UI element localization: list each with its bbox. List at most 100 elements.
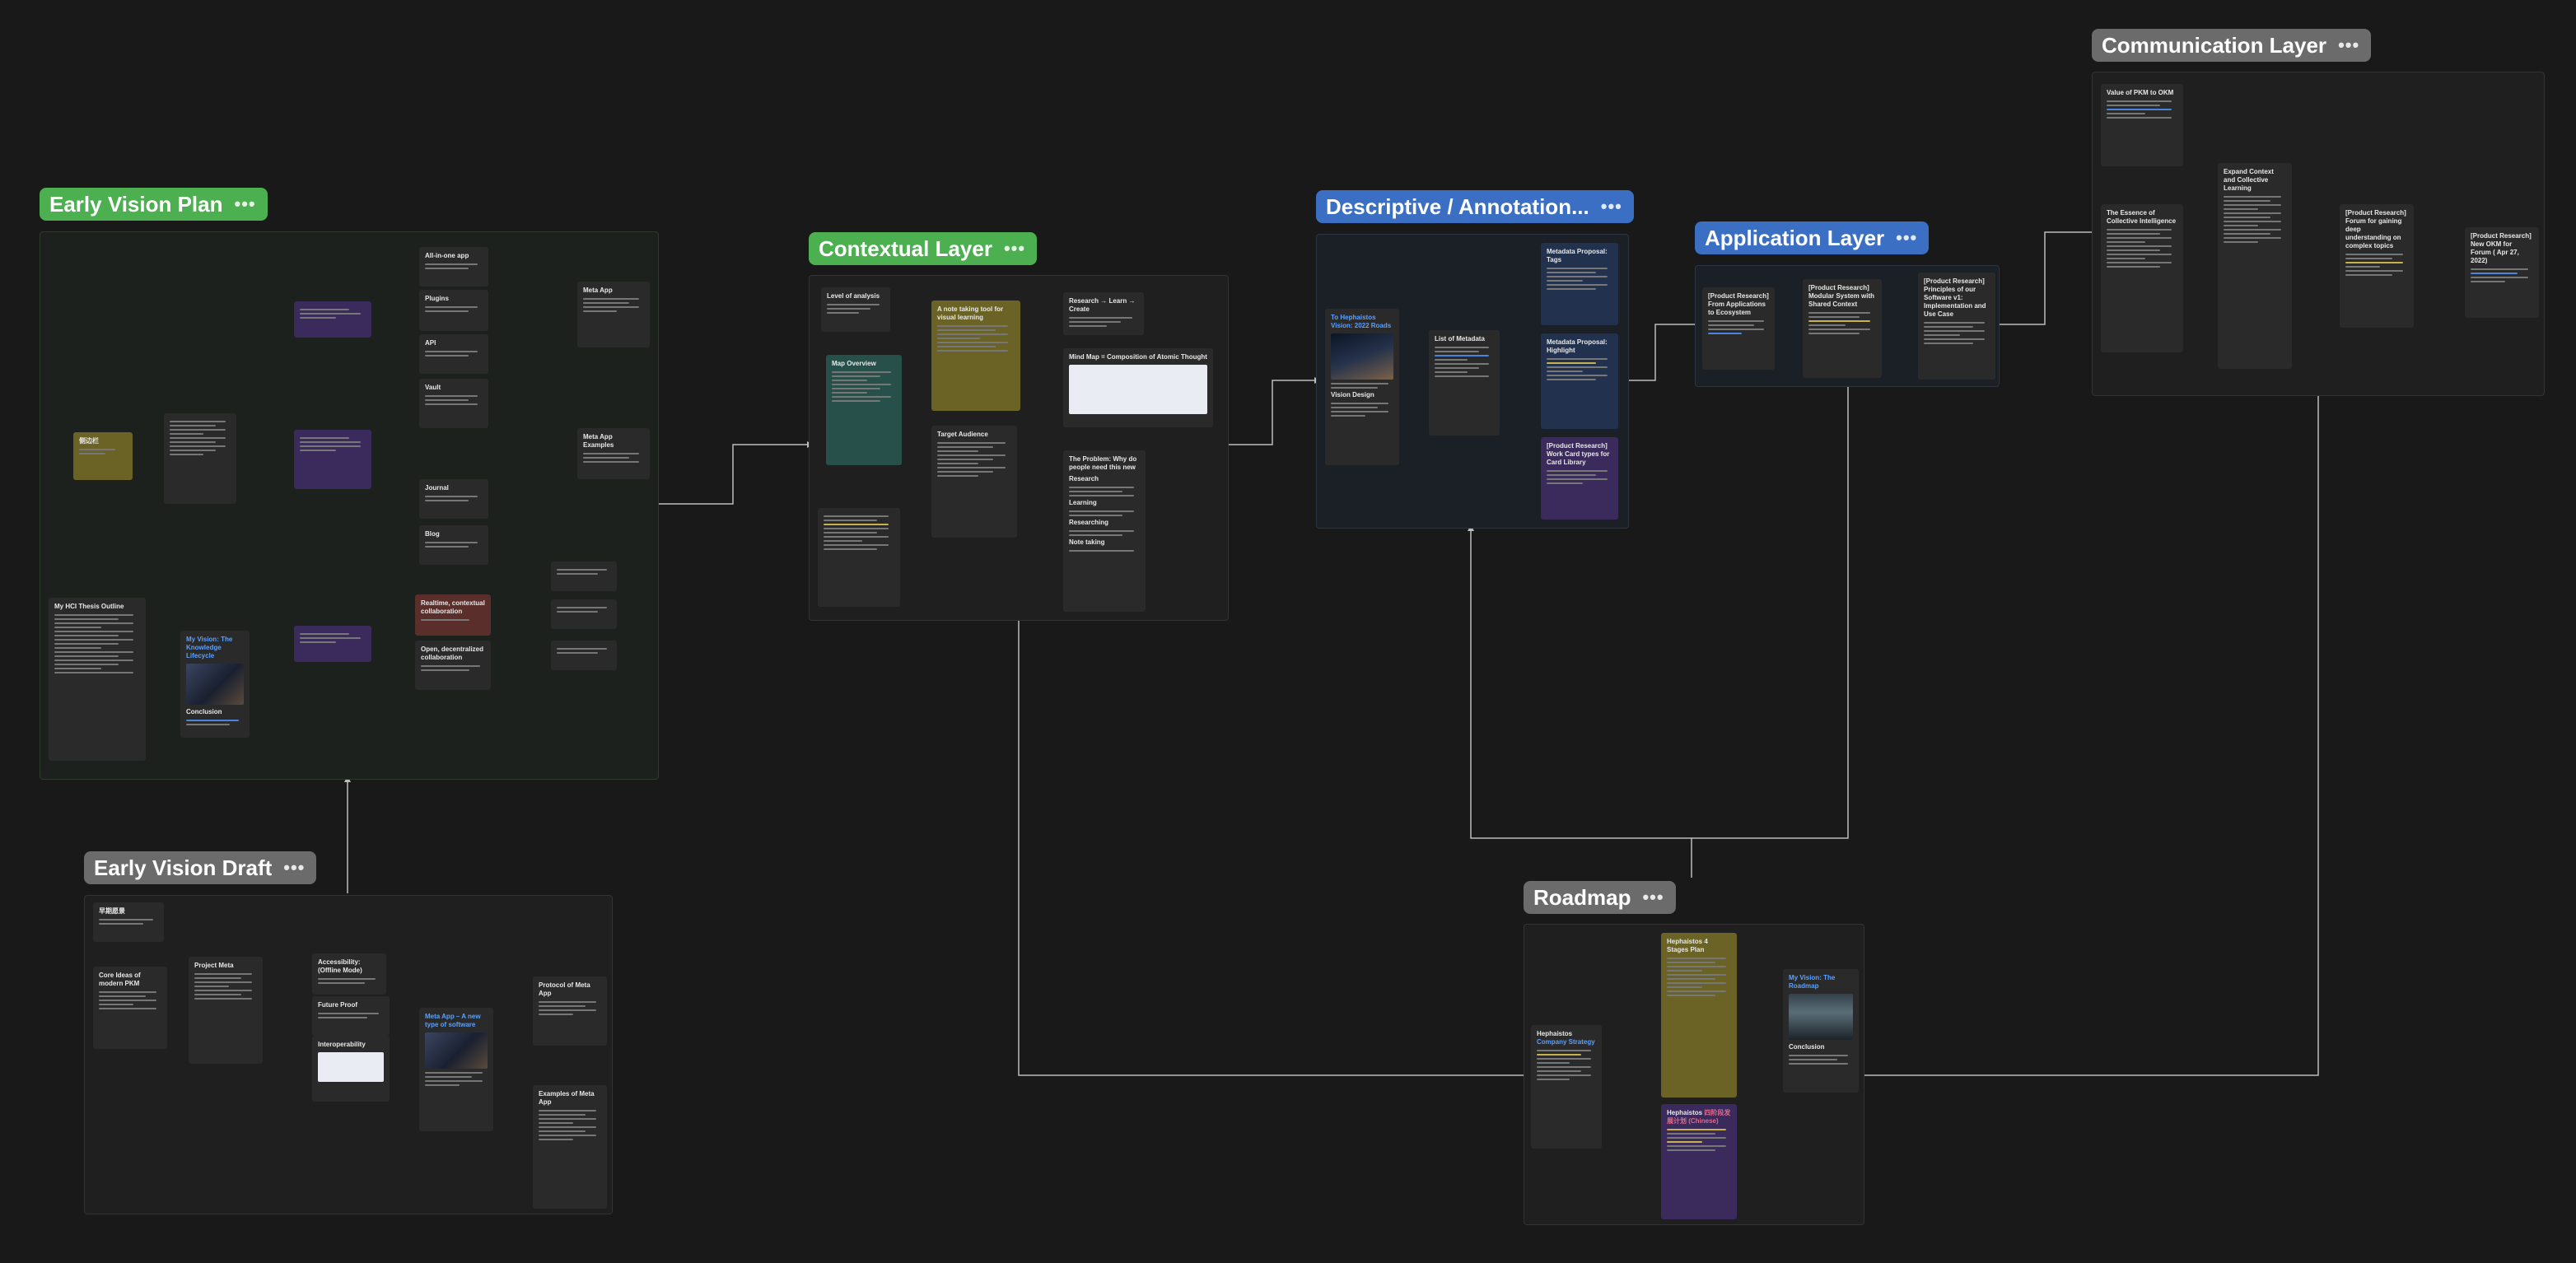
arrow-roadmap-to-application [1692, 385, 1849, 839]
card-branch-3[interactable] [294, 626, 371, 662]
more-options-icon[interactable]: ••• [1642, 887, 1664, 907]
card-title: Accessibility: (Offline Mode) [318, 958, 362, 974]
card-summary-cn[interactable] [818, 508, 900, 607]
arrow-roadmap-to-contextual [1018, 619, 1524, 1076]
group-early-vision-draft[interactable]: 早期愿景 Core Ideas of modern PKM Project Me… [84, 895, 613, 1214]
card-sidebar[interactable]: 侧边栏 [73, 432, 133, 480]
lifecycle-thumbnail [186, 664, 244, 705]
card-title: Target Audience [937, 431, 988, 438]
card-meta-app[interactable]: Meta App [577, 282, 650, 347]
group-label-early-vision-draft[interactable]: Early Vision Draft ••• [84, 851, 317, 884]
group-label-application-layer[interactable]: Application Layer ••• [1695, 221, 1930, 254]
card-knowledge-lifecycle[interactable]: My Vision: The Knowledge Lifecycle Concl… [180, 631, 250, 738]
card-proposal-highlight[interactable]: Metadata Proposal: Highlight [1541, 333, 1618, 429]
card-future-proof[interactable]: Future Proof [312, 996, 390, 1036]
interop-thumbnail [318, 1052, 384, 1082]
card-map-overview[interactable]: Map Overview [826, 355, 902, 465]
card-title: Hephaistos Company Strategy [1537, 1030, 1596, 1046]
card-blog[interactable]: Blog [419, 525, 488, 565]
card-project-meta[interactable]: Project Meta [189, 957, 263, 1064]
group-contextual-layer[interactable]: Level of analysis Map Overview A note ta… [809, 275, 1229, 621]
card-proposal-tags[interactable]: Metadata Proposal: Tags [1541, 243, 1618, 325]
card-title: Blog [425, 530, 440, 538]
card-plugins[interactable]: Plugins [419, 290, 488, 331]
card-branch-2[interactable] [294, 430, 371, 489]
group-label-descriptive-layer[interactable]: Descriptive / Annotation... ••• [1316, 190, 1634, 223]
card-new-okm-forum[interactable]: [Product Research] New OKM for Forum ( A… [2465, 227, 2539, 318]
card-roadmap-vision[interactable]: My Vision: The Roadmap Conclusion [1783, 969, 1859, 1093]
card-card-library[interactable]: [Product Research] Work Card types for C… [1541, 437, 1618, 520]
card-subtitle: Conclusion [186, 708, 222, 715]
card-value-of-pkm[interactable]: Value of PKM to OKM [2101, 84, 2183, 166]
card-branch-1[interactable] [294, 301, 371, 338]
night-sky-thumbnail [1331, 333, 1393, 380]
group-label-roadmap[interactable]: Roadmap ••• [1524, 881, 1676, 914]
card-title: Map Overview [832, 360, 876, 367]
card-title: Research → Learn → Create [1069, 297, 1136, 313]
more-options-icon[interactable]: ••• [2338, 35, 2360, 55]
group-label-communication-layer[interactable]: Communication Layer ••• [2092, 29, 2372, 62]
card-accessibility[interactable]: Accessibility: (Offline Mode) [312, 953, 386, 995]
card-subtitle: Conclusion [1789, 1043, 1825, 1051]
card-title: Value of PKM to OKM [2107, 89, 2174, 96]
card-from-applications[interactable]: [Product Research] From Applications to … [1702, 287, 1775, 370]
card-meta-app-new-type[interactable]: Meta App – A new type of software [419, 1008, 493, 1131]
card-forum-deep[interactable]: [Product Research] Forum for gaining dee… [2340, 204, 2414, 328]
strategy-accent: Company Strategy [1537, 1038, 1595, 1046]
card-root-note[interactable] [164, 413, 236, 504]
card-principles-v1[interactable]: [Product Research] Principles of our Sof… [1918, 273, 1995, 380]
card-modular-system[interactable]: [Product Research] Modular System with S… [1803, 279, 1882, 378]
card-interoperability[interactable]: Interoperability [312, 1036, 390, 1102]
card-four-stages-cn[interactable]: Hephaistos 四阶段发展计划 (Chinese) [1661, 1104, 1737, 1219]
group-label-early-vision-plan[interactable]: Early Vision Plan ••• [40, 188, 268, 221]
more-options-icon[interactable]: ••• [283, 857, 306, 878]
card-title: Mind Map = Composition of Atomic Thought [1069, 353, 1207, 361]
card-vision-2022[interactable]: To Hephaistos Vision: 2022 Roads Vision … [1325, 309, 1399, 465]
card-vault[interactable]: Vault [419, 379, 488, 428]
card-title: A note taking tool for visual learning [937, 305, 1004, 321]
more-options-icon[interactable]: ••• [1003, 238, 1026, 259]
card-the-problem[interactable]: The Problem: Why do people need this new… [1063, 450, 1146, 612]
card-mind-map-atomic[interactable]: Mind Map = Composition of Atomic Thought [1063, 348, 1213, 427]
card-examples-meta-app[interactable]: Examples of Meta App [533, 1085, 607, 1209]
card-title: [Product Research] Principles of our Sof… [1924, 277, 1986, 318]
group-label-contextual-layer[interactable]: Contextual Layer ••• [809, 232, 1038, 265]
card-expand-context[interactable]: Expand Context and Collective Learning [2218, 163, 2292, 369]
card-title: List of Metadata [1435, 335, 1485, 343]
card-list-of-metadata[interactable]: List of Metadata [1429, 330, 1500, 436]
group-early-vision-plan[interactable]: 侧边栏 All-in-one app Plugins API Vault Jou… [40, 231, 659, 780]
group-roadmap[interactable]: Hephaistos Company Strategy Hephaistos 4… [1524, 924, 1864, 1225]
card-research-learn-create[interactable]: Research → Learn → Create [1063, 292, 1144, 335]
card-leaf-1[interactable] [551, 562, 617, 591]
more-options-icon[interactable]: ••• [1600, 196, 1622, 217]
card-target-audience[interactable]: Target Audience [931, 426, 1017, 538]
card-note-taking-visual[interactable]: A note taking tool for visual learning [931, 301, 1020, 411]
waterfall-thumbnail [1789, 994, 1853, 1040]
card-realtime-collab[interactable]: Realtime, contextual collaboration [415, 594, 491, 636]
card-essence-collective[interactable]: The Essence of Collective Intelligence [2101, 204, 2183, 352]
card-leaf-2[interactable] [551, 599, 617, 629]
arrow-roadmap-to-communication [1863, 395, 2319, 1076]
card-leaf-3[interactable] [551, 641, 617, 670]
card-title: Expand Context and Collective Learning [2224, 168, 2274, 192]
group-application-layer[interactable]: [Product Research] From Applications to … [1695, 265, 2000, 387]
card-draft-top[interactable]: 早期愿景 [93, 902, 164, 942]
card-title: Future Proof [318, 1001, 357, 1009]
group-descriptive-layer[interactable]: To Hephaistos Vision: 2022 Roads Vision … [1316, 234, 1629, 529]
card-company-strategy[interactable]: Hephaistos Company Strategy [1531, 1025, 1602, 1149]
group-communication-layer[interactable]: Value of PKM to OKM The Essence of Colle… [2092, 72, 2545, 396]
card-four-stages-plan[interactable]: Hephaistos 4 Stages Plan [1661, 933, 1737, 1098]
card-journal[interactable]: Journal [419, 479, 488, 519]
more-options-icon[interactable]: ••• [234, 193, 256, 214]
card-open-collab[interactable]: Open, decentralized collaboration [415, 641, 491, 690]
card-all-in-one[interactable]: All-in-one app [419, 247, 488, 287]
card-api[interactable]: API [419, 334, 488, 374]
more-options-icon[interactable]: ••• [1896, 227, 1918, 248]
card-protocol-meta-app[interactable]: Protocol of Meta App [533, 976, 607, 1046]
card-hci-thesis-outline[interactable]: My HCI Thesis Outline [49, 598, 146, 761]
card-level-of-analysis[interactable]: Level of analysis [821, 287, 890, 332]
card-meta-app-examples[interactable]: Meta App Examples [577, 428, 650, 479]
card-title: Core Ideas of modern PKM [99, 972, 141, 987]
card-title: [Product Research] From Applications to … [1708, 292, 1769, 316]
card-core-ideas[interactable]: Core Ideas of modern PKM [93, 967, 167, 1049]
